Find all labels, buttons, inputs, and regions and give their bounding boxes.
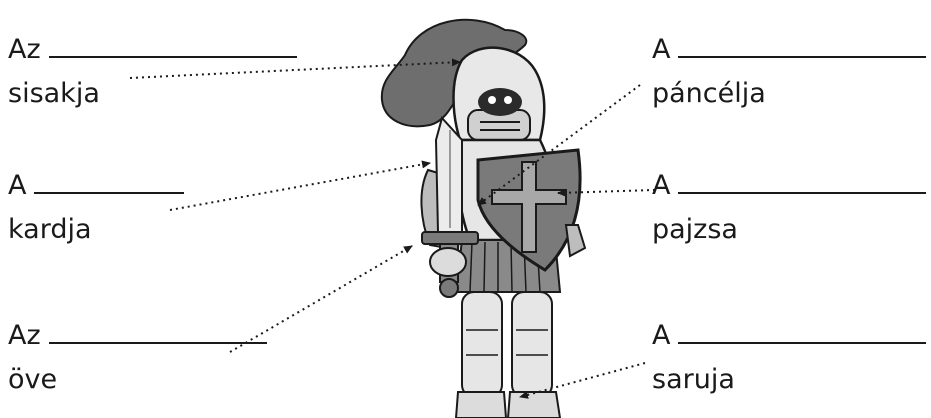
article-armor: A (652, 34, 670, 65)
blank-shield[interactable] (678, 170, 926, 194)
label-helmet: Az sisakja (8, 28, 297, 116)
word-helmet: sisakja (8, 72, 297, 116)
blank-boot[interactable] (678, 320, 926, 344)
blank-belt[interactable] (49, 320, 267, 344)
left-leg (462, 292, 502, 397)
word-sword: kardja (8, 208, 184, 252)
article-belt: Az (8, 320, 41, 351)
word-shield: pajzsa (652, 208, 926, 252)
sword-guard (422, 232, 478, 244)
sword-pommel (440, 279, 458, 297)
label-sword: A kardja (8, 164, 184, 252)
article-sword: A (8, 170, 26, 201)
article-helmet: Az (8, 34, 41, 65)
pointer-sword (170, 163, 430, 210)
blank-sword[interactable] (34, 170, 184, 194)
word-armor: páncélja (652, 72, 926, 116)
article-boot: A (652, 320, 670, 351)
right-boot (508, 392, 560, 418)
label-belt: Az öve (8, 314, 267, 402)
label-armor: A páncélja (652, 28, 926, 116)
article-shield: A (652, 170, 670, 201)
blank-helmet[interactable] (49, 34, 297, 58)
word-boot: saruja (652, 358, 926, 402)
word-belt: öve (8, 358, 267, 402)
left-boot (456, 392, 506, 418)
label-shield: A pajzsa (652, 164, 926, 252)
label-boot: A saruja (652, 314, 926, 402)
blank-armor[interactable] (678, 34, 926, 58)
right-leg (512, 292, 552, 397)
